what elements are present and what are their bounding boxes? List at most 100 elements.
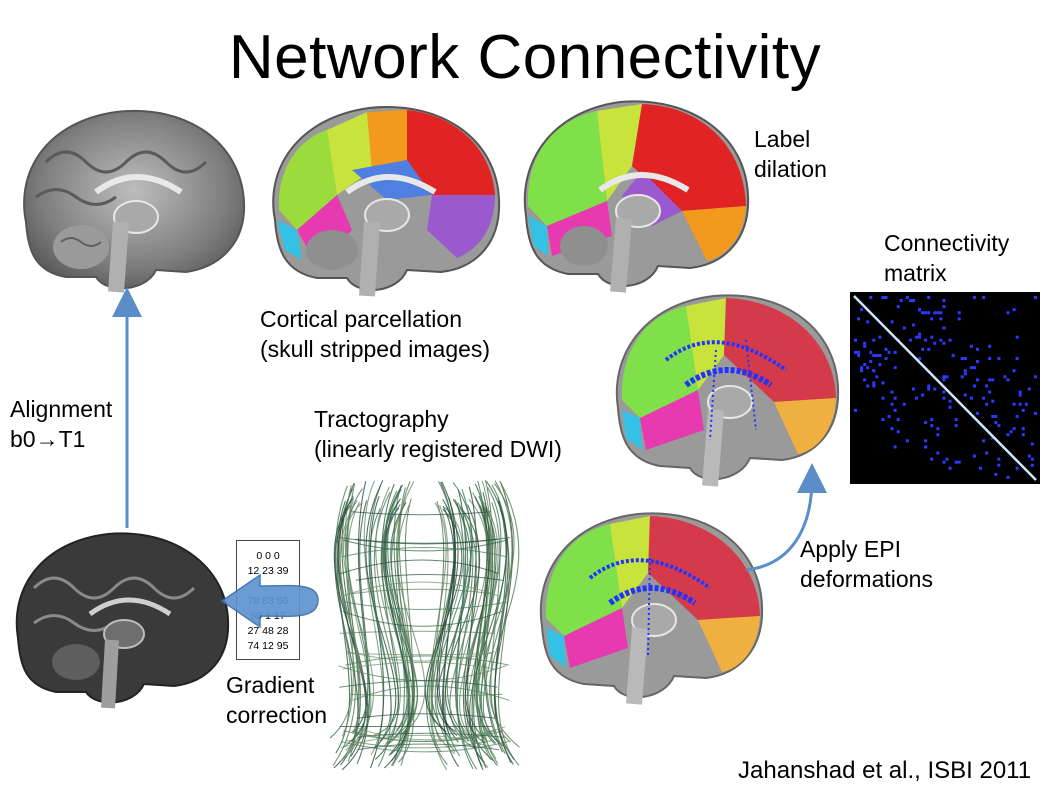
fiber-tract: [369, 496, 385, 769]
matrix-cell: [918, 357, 922, 360]
matrix-cell: [982, 296, 986, 299]
matrix-cell: [939, 317, 943, 321]
fiber-tract: [345, 655, 510, 666]
fiber-tract: [353, 726, 506, 741]
matrix-cell: [997, 424, 1001, 428]
matrix-cell: [911, 299, 915, 303]
matrix-cell: [1027, 387, 1031, 391]
matrix-cell: [936, 427, 940, 431]
matrix-cell: [887, 414, 891, 418]
matrix-cell: [863, 378, 867, 382]
matrix-cell: [960, 357, 964, 360]
matrix-cell: [881, 418, 885, 421]
matrix-cell: [890, 320, 894, 324]
fiber-tract: [340, 559, 499, 575]
matrix-cell: [884, 357, 888, 360]
matrix-cell: [948, 466, 952, 470]
matrix-cell: [991, 414, 995, 418]
matrix-cell: [1009, 430, 1013, 434]
matrix-cell: [930, 457, 934, 461]
matrix-cell: [942, 460, 946, 464]
fiber-tract: [346, 483, 360, 762]
matrix-cell: [872, 384, 876, 388]
matrix-cell: [927, 347, 931, 351]
matrix-cell: [936, 433, 940, 437]
fiber-tract: [438, 505, 459, 743]
fiber-tract: [342, 610, 503, 627]
matrix-cell: [899, 299, 903, 303]
fiber-tract: [342, 661, 495, 670]
matrix-cell: [896, 305, 900, 309]
matrix-cell: [927, 387, 931, 391]
matrix-cell: [969, 344, 973, 348]
fiber-tract: [352, 685, 510, 701]
matrix-cell: [924, 439, 928, 443]
matrix-cell: [905, 296, 909, 299]
label-dilation-image: [512, 96, 752, 294]
matrix-cell: [1033, 411, 1037, 415]
matrix-cell: [969, 396, 973, 400]
fiber-tract: [475, 508, 488, 748]
matrix-cell: [1006, 475, 1010, 479]
fiber-tract: [478, 487, 502, 743]
matrix-cell: [1006, 378, 1010, 382]
matrix-cell: [942, 375, 946, 379]
matrix-cell: [988, 378, 992, 382]
matrix-cell: [988, 390, 992, 394]
citation: Jahanshad et al., ISBI 2011: [738, 757, 1032, 784]
fiber-tract: [391, 501, 419, 736]
matrix-cell: [972, 384, 976, 388]
fiber-tract: [374, 483, 399, 760]
gradient-table-row: [237, 579, 299, 594]
fiber-tract: [449, 506, 478, 750]
matrix-cell: [976, 411, 979, 415]
matrix-cell: [927, 311, 931, 315]
matrix-cell: [1012, 402, 1016, 406]
matrix-cell: [930, 335, 934, 339]
matrix-cell: [881, 381, 885, 385]
matrix-cell: [854, 350, 857, 354]
matrix-cell: [918, 332, 922, 336]
gradient-table: 0 0 0 12 23 39 78 83 56 50 1 17 27 48 28…: [236, 540, 300, 660]
matrix-cell: [921, 311, 925, 315]
matrix-cell: [951, 353, 955, 357]
matrix-cell: [884, 347, 888, 351]
fiber-tract: [385, 504, 410, 745]
matrix-cell: [902, 326, 906, 330]
matrix-cell: [875, 353, 879, 357]
matrix-cell: [927, 296, 931, 299]
matrix-cell: [924, 311, 928, 315]
matrix-cell: [893, 445, 897, 449]
matrix-cell: [857, 353, 861, 357]
matrix-cell: [863, 363, 867, 367]
matrix-cell: [942, 305, 946, 309]
fiber-tract: [346, 651, 495, 662]
matrix-cell: [963, 372, 967, 376]
matrix-cell: [887, 350, 891, 354]
matrix-cell: [924, 421, 928, 425]
matrix-cell: [1015, 414, 1019, 418]
matrix-cell: [921, 347, 925, 351]
fiber-tract: [469, 480, 508, 762]
fiber-tract: [357, 743, 499, 751]
matrix-cell: [918, 335, 922, 339]
matrix-cell: [924, 445, 928, 449]
matrix-cell: [1015, 335, 1019, 339]
matrix-cell: [915, 335, 918, 339]
fiber-tract: [430, 507, 465, 755]
matrix-cell: [860, 366, 864, 370]
matrix-cell: [878, 353, 882, 357]
matrix-cell: [1015, 357, 1019, 360]
fiber-tract: [352, 480, 369, 733]
matrix-cell: [869, 350, 873, 354]
matrix-cell: [957, 460, 961, 464]
matrix-cell: [1006, 311, 1010, 315]
fiber-tract: [473, 505, 497, 760]
fiber-tract: [355, 574, 503, 581]
matrix-cell: [1003, 375, 1007, 379]
matrix-cell: [1018, 402, 1022, 406]
matrix-cell: [976, 378, 979, 382]
matrix-cell: [911, 323, 915, 327]
fiber-tract: [340, 741, 509, 753]
matrix-cell: [1012, 308, 1016, 312]
